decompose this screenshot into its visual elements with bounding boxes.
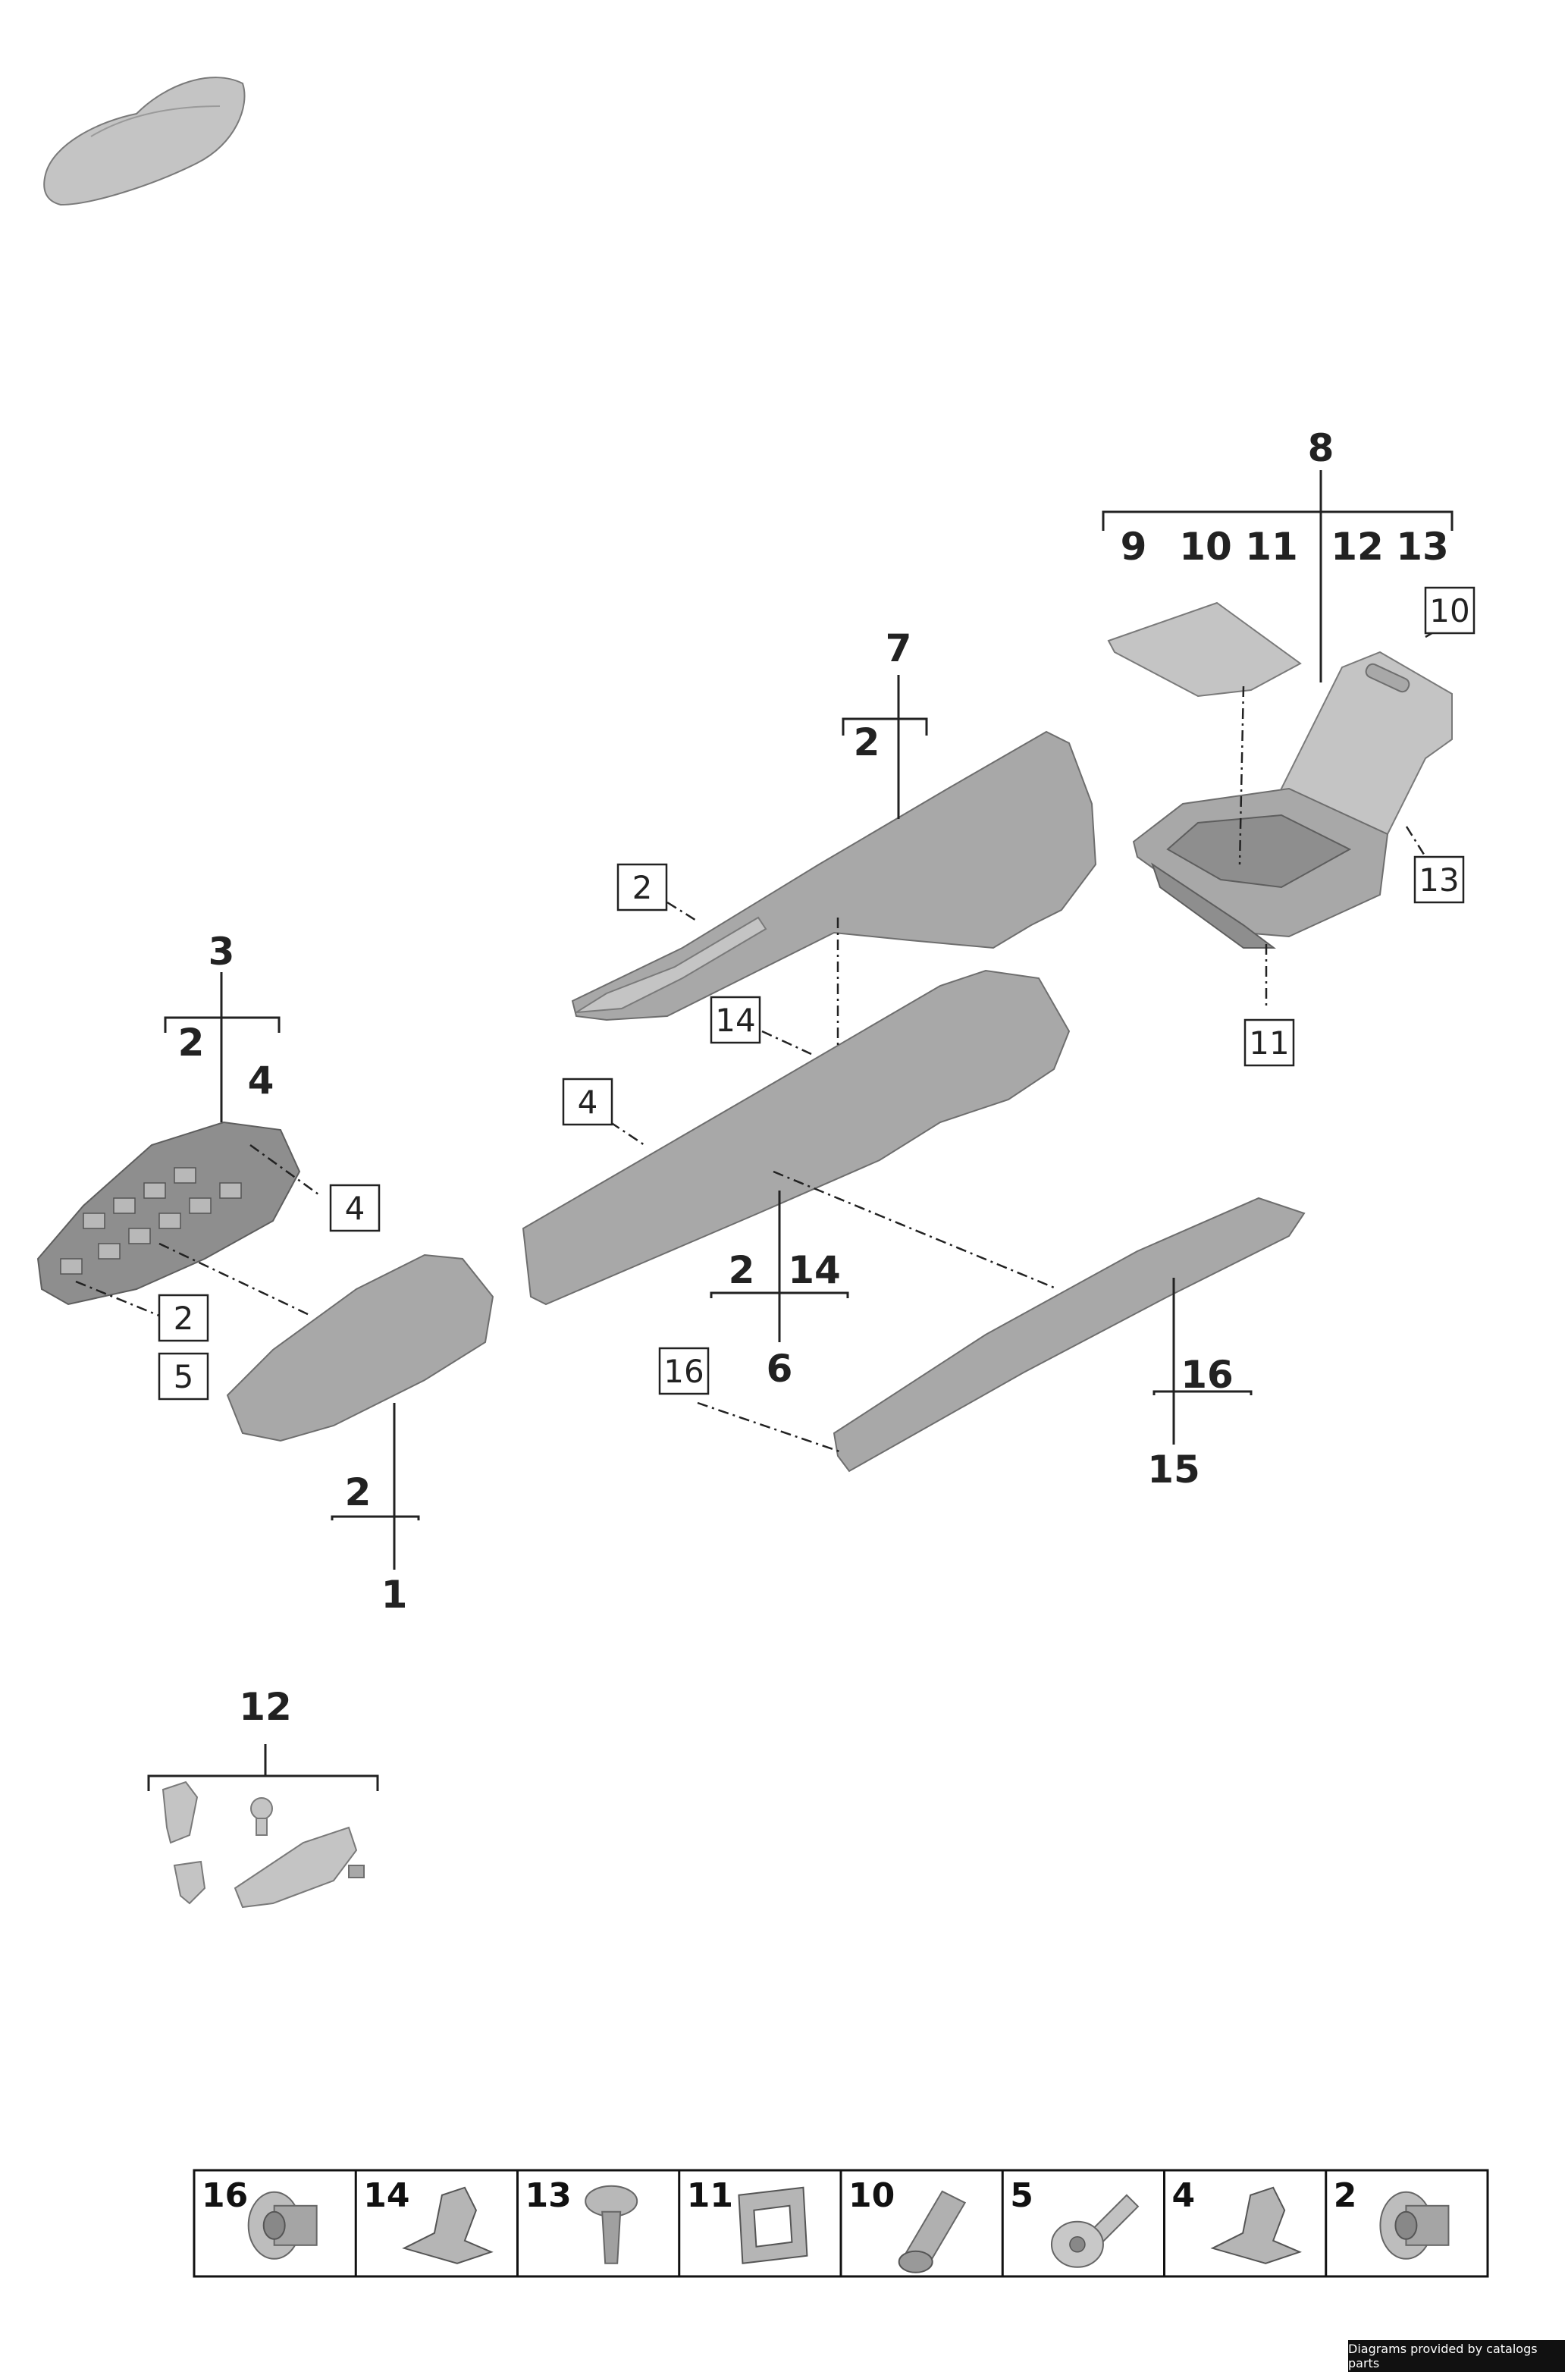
legend-cell: 16 [202, 2176, 318, 2260]
callout-10: 10 [1179, 525, 1232, 569]
lower-strip-part [833, 1197, 1306, 1473]
callout-9: 9 [1121, 525, 1147, 569]
svg-text:4: 4 [578, 1084, 598, 1121]
legend-number: 5 [1010, 2176, 1033, 2215]
legend-cell: 2 [1325, 2170, 1450, 2276]
armrest-pad-part [226, 1253, 494, 1442]
torx-screw-icon [1050, 2194, 1140, 2268]
callout-3-sub-4: 4 [248, 1059, 274, 1103]
legend-number: 10 [848, 2176, 895, 2215]
boxed-ref-2-trim: 2 [616, 863, 668, 911]
legend-cell: 14 [354, 2170, 494, 2276]
callout-brackets [147, 470, 1454, 1791]
legend-cell: 10 [839, 2170, 967, 2276]
spring-clip-icon [402, 2186, 494, 2264]
legend-number: 2 [1334, 2176, 1357, 2215]
legend-cell: 5 [1001, 2170, 1140, 2276]
boxed-ref-13: 13 [1413, 855, 1465, 904]
callout-labels: 8 9 10 11 12 13 7 2 3 2 4 2 14 6 16 15 2… [178, 426, 1449, 1729]
credit-label: Diagrams provided by catalogs parts [1348, 2340, 1565, 2372]
legend-number: 13 [525, 2176, 572, 2215]
svg-text:2: 2 [632, 869, 653, 906]
callout-7-sub-2: 2 [854, 720, 880, 764]
expansion-nut-icon [898, 2190, 967, 2273]
callout-6: 6 [767, 1347, 793, 1391]
svg-text:4: 4 [345, 1190, 365, 1227]
legend-number: 14 [363, 2176, 409, 2215]
boxed-ref-14: 14 [710, 996, 761, 1044]
callout-13: 13 [1396, 525, 1449, 569]
callout-1: 1 [381, 1573, 408, 1617]
boxed-ref-11: 11 [1243, 1018, 1295, 1067]
armrest-bracket-part [36, 1121, 301, 1306]
legend-cell: 13 [516, 2170, 638, 2276]
svg-text:11: 11 [1249, 1024, 1289, 1062]
small-parts-kit [162, 1780, 365, 1909]
callout-11: 11 [1245, 525, 1298, 569]
legend-cell: 11 [678, 2170, 808, 2276]
push-rivet-icon [585, 2185, 638, 2264]
boxed-ref-5: 5 [158, 1352, 209, 1401]
console-cover-part [522, 969, 1071, 1306]
leader-lines [75, 609, 1472, 1454]
storage-box-part [1107, 601, 1453, 949]
boxed-ref-4-cover: 4 [562, 1078, 613, 1126]
fastener-legend: 16 14 13 11 10 5 4 2 [193, 2169, 1489, 2278]
callout-1-sub-2: 2 [345, 1470, 372, 1514]
flange-nut-icon [247, 2191, 318, 2260]
svg-text:16: 16 [663, 1353, 704, 1390]
upper-trim-part [571, 730, 1097, 1021]
legend-number: 4 [1172, 2176, 1196, 2215]
boxed-ref-2-arm: 2 [158, 1294, 209, 1342]
legend-cell: 4 [1163, 2170, 1303, 2276]
callout-3-sub-2: 2 [178, 1021, 205, 1065]
callout-6-sub-2: 2 [729, 1248, 755, 1292]
callout-12: 12 [1331, 525, 1384, 569]
boxed-ref-16: 16 [658, 1347, 710, 1395]
callout-6-sub-14: 14 [788, 1248, 841, 1292]
callout-15-sub-16: 16 [1181, 1353, 1234, 1397]
spring-clip-icon [1210, 2186, 1303, 2264]
svg-text:10: 10 [1429, 592, 1469, 629]
flange-nut-icon [1379, 2191, 1450, 2260]
svg-text:5: 5 [174, 1358, 194, 1395]
legend-number: 16 [202, 2176, 248, 2215]
svg-text:14: 14 [715, 1002, 755, 1039]
callout-15: 15 [1147, 1448, 1200, 1492]
retaining-clip-icon [738, 2186, 808, 2264]
callout-7: 7 [886, 626, 912, 670]
svg-text:13: 13 [1419, 861, 1459, 899]
callout-3: 3 [209, 930, 235, 974]
boxed-references: 10 13 11 2 14 4 4 2 [158, 586, 1475, 1401]
legend-number: 11 [687, 2176, 733, 2215]
car-silhouette-icon [43, 77, 246, 206]
callout-8: 8 [1308, 426, 1334, 470]
callout-12-kit: 12 [239, 1685, 292, 1729]
boxed-ref-10: 10 [1424, 586, 1475, 635]
boxed-ref-4-arm: 4 [329, 1184, 381, 1232]
svg-text:2: 2 [174, 1300, 194, 1337]
